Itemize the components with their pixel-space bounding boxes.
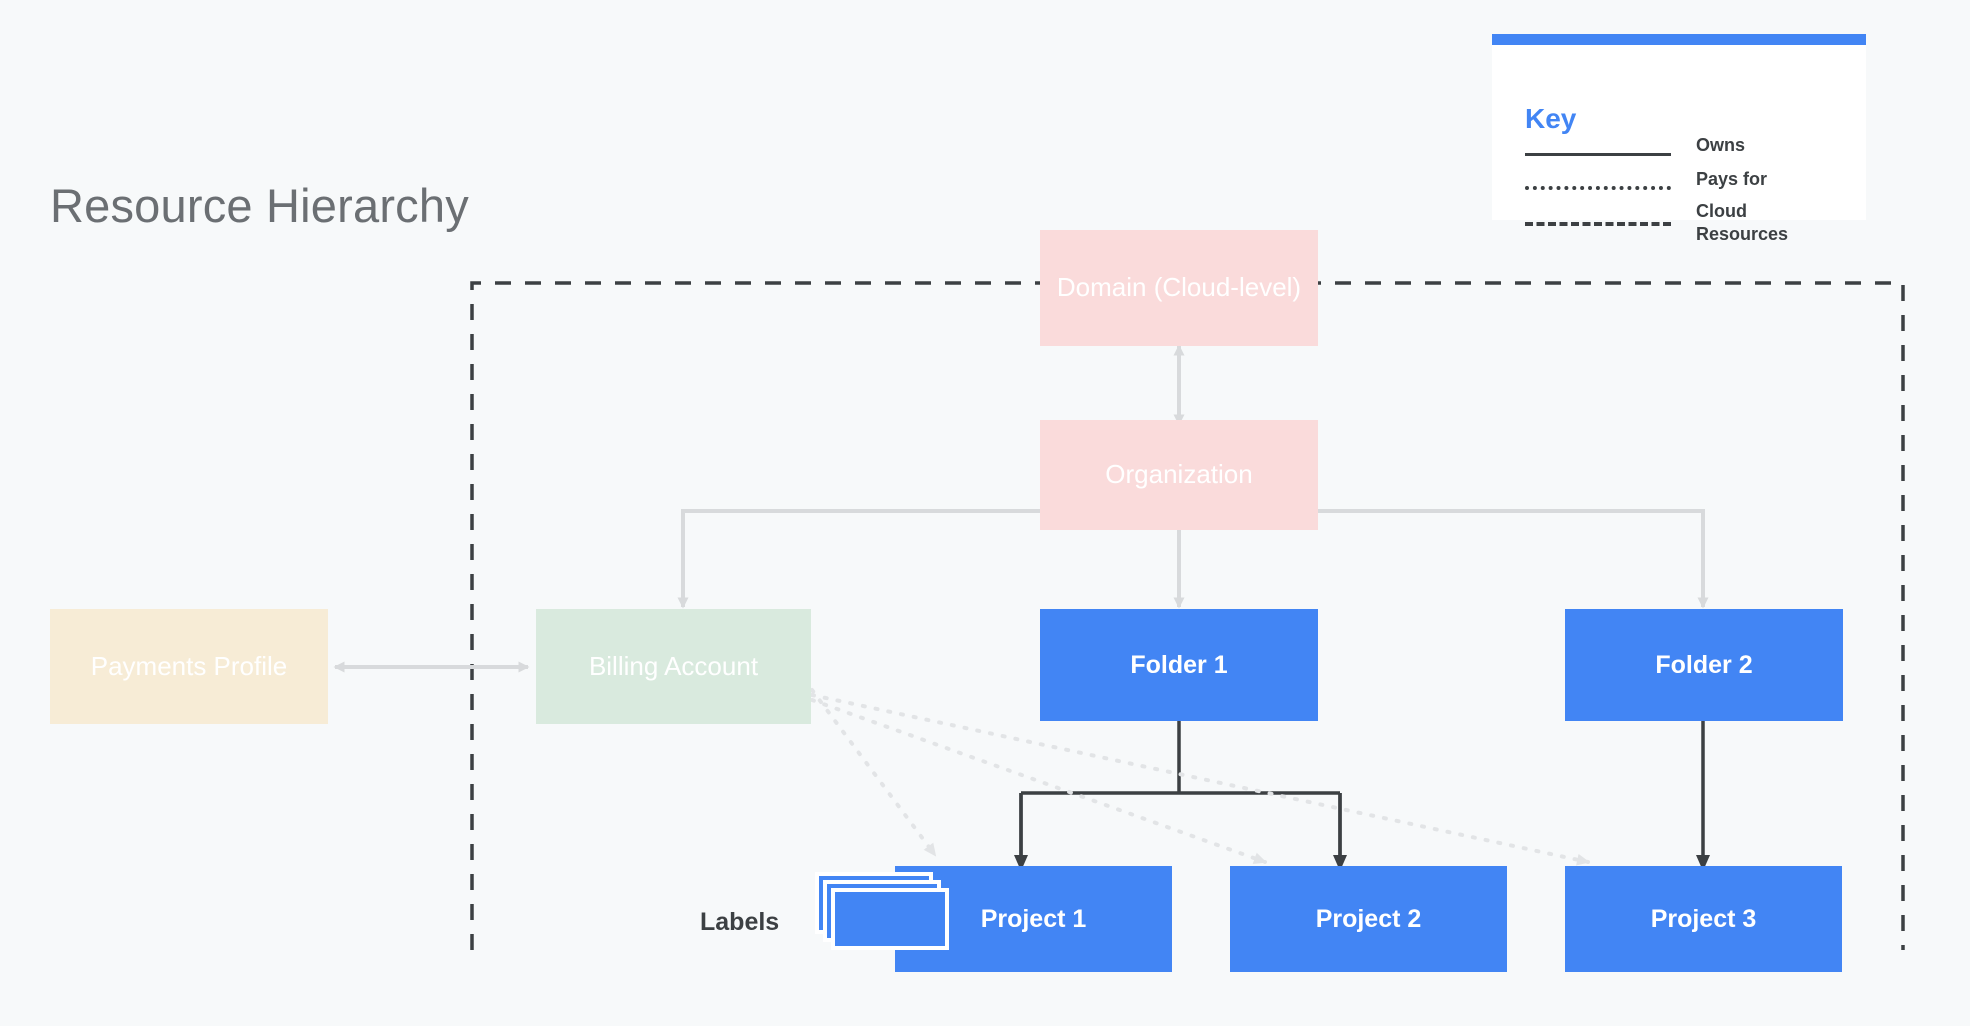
node-domain[interactable]: Domain (Cloud-level)	[1040, 230, 1318, 346]
edge-folder1-projects	[1014, 721, 1347, 871]
node-folder-1-label: Folder 1	[1130, 651, 1228, 679]
key-accent-bar	[1492, 34, 1866, 45]
node-organization-label: Organization	[1105, 459, 1253, 490]
labels-caption: Labels	[700, 908, 780, 936]
node-billing-account[interactable]: Billing Account	[536, 609, 811, 724]
node-domain-label: Domain (Cloud-level)	[1056, 272, 1302, 303]
key-label-cloud-resources: Cloud Resources	[1696, 201, 1789, 244]
node-payments-profile-label: Payments Profile	[90, 650, 288, 681]
node-project-3[interactable]: Project 3	[1565, 866, 1842, 972]
node-project-3-label: Project 3	[1650, 905, 1757, 933]
key-panel: Key Owns Pays for Cloud Resources	[1492, 34, 1866, 244]
node-project-2-label: Project 2	[1315, 905, 1422, 933]
node-folder-2[interactable]: Folder 2	[1565, 609, 1843, 721]
node-payments-profile[interactable]: Payments Profile	[50, 609, 328, 724]
key-line-pays-for-icon	[1525, 186, 1671, 190]
key-label-pays-for: Pays for	[1696, 169, 1768, 189]
label-card-front-icon	[831, 888, 949, 950]
node-organization[interactable]: Organization	[1040, 420, 1318, 530]
key-line-cloud-resources-icon	[1525, 222, 1671, 226]
key-label-owns: Owns	[1696, 135, 1746, 155]
node-project-1-label: Project 1	[980, 905, 1087, 933]
labels-stack-icon	[815, 872, 949, 950]
node-billing-account-label: Billing Account	[588, 650, 759, 681]
node-folder-2-label: Folder 2	[1655, 651, 1753, 679]
node-project-2[interactable]: Project 2	[1230, 866, 1507, 972]
page-title: Resource Hierarchy	[50, 179, 469, 232]
node-folder-1[interactable]: Folder 1	[1040, 609, 1318, 721]
key-line-owns-icon	[1525, 153, 1671, 156]
key-title: Key	[1525, 103, 1577, 134]
